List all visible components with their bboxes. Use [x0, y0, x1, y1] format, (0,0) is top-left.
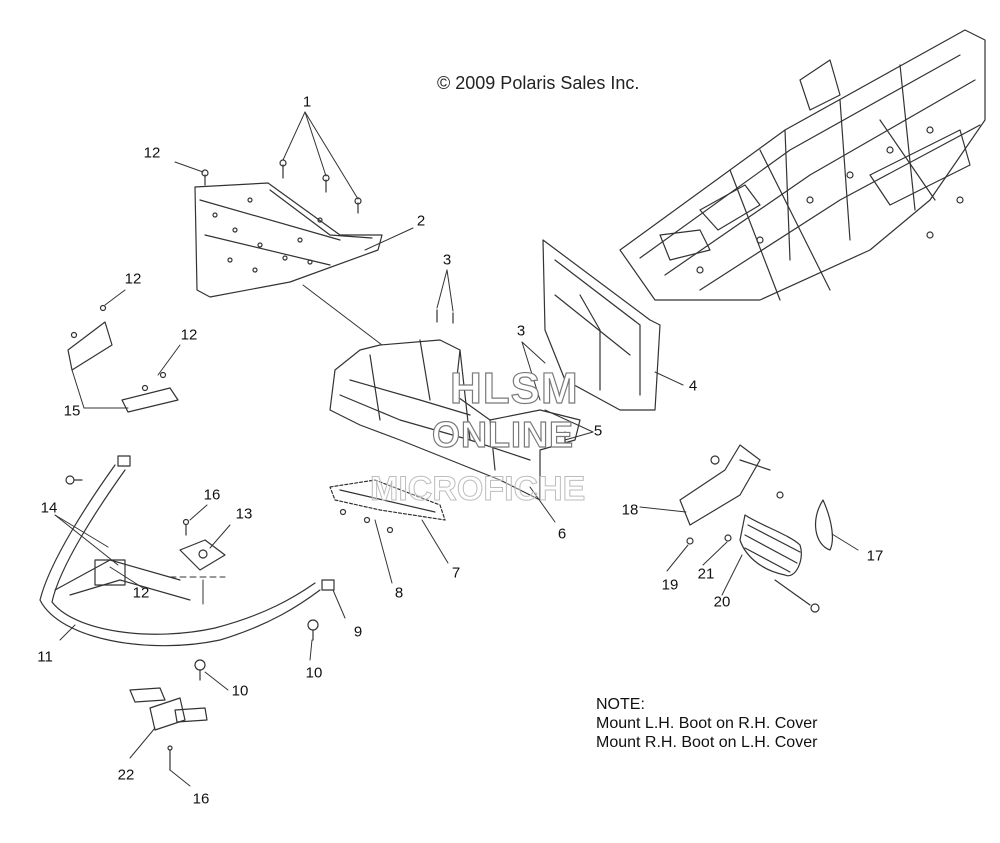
- callout-17: 17: [866, 547, 884, 565]
- bolts-top: [201, 159, 362, 214]
- chassis-frame: [619, 29, 986, 301]
- note-line-1: Mount L.H. Boot on R.H. Cover: [596, 715, 818, 732]
- callout-20-label-21: 21: [697, 565, 715, 583]
- callout-3-top: 3: [442, 251, 452, 269]
- callout-12-right: 12: [180, 326, 198, 344]
- mesh-screen: [329, 479, 446, 521]
- nose-pan: [329, 339, 581, 501]
- copyright-text: © 2009 Polaris Sales Inc.: [437, 73, 640, 93]
- watermark-line-3: MICROFICHE: [369, 470, 586, 509]
- callout-18: 18: [621, 501, 639, 519]
- callout-19: 19: [661, 576, 679, 594]
- callout-6: 6: [557, 525, 567, 543]
- callout-11: 11: [37, 648, 53, 666]
- callout-22: 22: [117, 766, 135, 784]
- clip-part: [129, 687, 208, 771]
- front-cover: [542, 239, 661, 411]
- skid-plate: [194, 182, 383, 298]
- small-hardware: [65, 304, 784, 681]
- leader-lines: [54, 111, 859, 787]
- callout-2: 2: [416, 212, 426, 230]
- callout-5: 5: [593, 422, 603, 440]
- callout-7: 7: [451, 564, 461, 582]
- watermark-line-1: HLSM: [449, 363, 579, 413]
- callout-12-left: 12: [124, 270, 142, 288]
- bumper-tube: [39, 455, 335, 647]
- callout-16-lower: 16: [192, 790, 210, 808]
- callout-14: 14: [40, 499, 58, 517]
- brackets: [67, 321, 226, 571]
- watermark-line-2: ONLINE: [431, 413, 575, 455]
- callout-12-bumper: 12: [132, 584, 150, 602]
- assembly-note: NOTE: Mount L.H. Boot on R.H. Cover Moun…: [596, 695, 817, 752]
- callout-4: 4: [688, 377, 698, 395]
- callout-20: 20: [713, 593, 731, 611]
- callout-8: 8: [394, 584, 404, 602]
- callout-10-lower: 10: [231, 682, 249, 700]
- callout-10-upper: 10: [305, 664, 323, 682]
- cable-tie: [815, 499, 833, 551]
- callout-13: 13: [235, 505, 253, 523]
- callout-9: 9: [353, 623, 363, 641]
- note-line-2: Mount R.H. Boot on L.H. Cover: [596, 734, 818, 751]
- callout-1: 1: [302, 93, 312, 111]
- note-heading: NOTE:: [596, 696, 645, 713]
- boot-assembly: [679, 444, 820, 613]
- callout-16-upper: 16: [203, 486, 221, 504]
- callout-15: 15: [63, 402, 81, 420]
- callout-12-top: 12: [143, 144, 161, 162]
- callout-3-middle: 3: [516, 322, 526, 340]
